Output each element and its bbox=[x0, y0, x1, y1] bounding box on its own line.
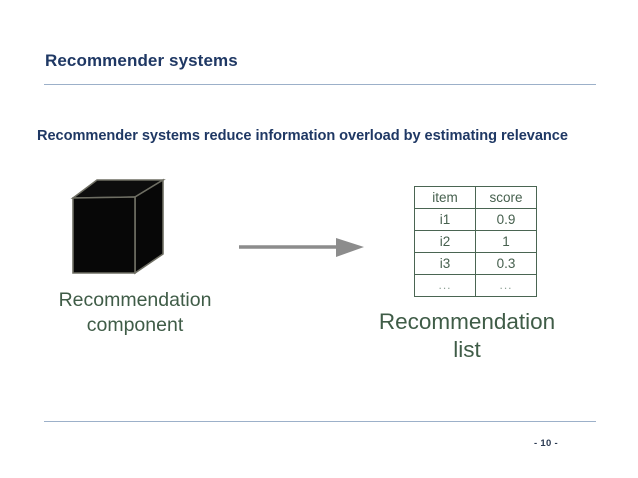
column-header-score: score bbox=[475, 186, 537, 209]
page-number: - 10 - bbox=[534, 438, 558, 449]
component-caption-line2: component bbox=[86, 314, 184, 336]
output-caption: Recommendation list bbox=[367, 308, 567, 364]
header-divider bbox=[44, 84, 596, 85]
table-row: i1 0.9 bbox=[414, 208, 537, 231]
cell-score: 0.9 bbox=[475, 208, 537, 231]
recommendation-component-cube bbox=[70, 178, 166, 276]
cell-item: i2 bbox=[414, 230, 476, 253]
slide-subtitle: Recommender systems reduce information o… bbox=[37, 128, 568, 144]
column-header-item: item bbox=[414, 186, 476, 209]
component-caption: Recommendation component bbox=[35, 288, 235, 338]
table-header-row: item score bbox=[414, 186, 537, 209]
output-caption-line1: Recommendation bbox=[378, 309, 556, 334]
page-title: Recommender systems bbox=[45, 51, 238, 70]
recommendation-list-table: item score i1 0.9 i2 1 i3 0.3 ... ... bbox=[414, 186, 537, 297]
cell-score: 1 bbox=[475, 230, 537, 253]
cell-score-ellipsis: ... bbox=[475, 274, 537, 297]
table-row-ellipsis: ... ... bbox=[414, 274, 537, 297]
cube-icon bbox=[70, 178, 166, 275]
cell-item: i1 bbox=[414, 208, 476, 231]
flow-arrow bbox=[236, 234, 368, 260]
component-caption-line1: Recommendation bbox=[58, 289, 212, 311]
footer-divider bbox=[44, 421, 596, 422]
output-caption-line2: list bbox=[453, 337, 481, 362]
cell-item-ellipsis: ... bbox=[414, 274, 476, 297]
cell-item: i3 bbox=[414, 252, 476, 275]
cell-score: 0.3 bbox=[475, 252, 537, 275]
table-row: i3 0.3 bbox=[414, 252, 537, 275]
arrow-right-icon bbox=[239, 238, 364, 257]
table-row: i2 1 bbox=[414, 230, 537, 253]
